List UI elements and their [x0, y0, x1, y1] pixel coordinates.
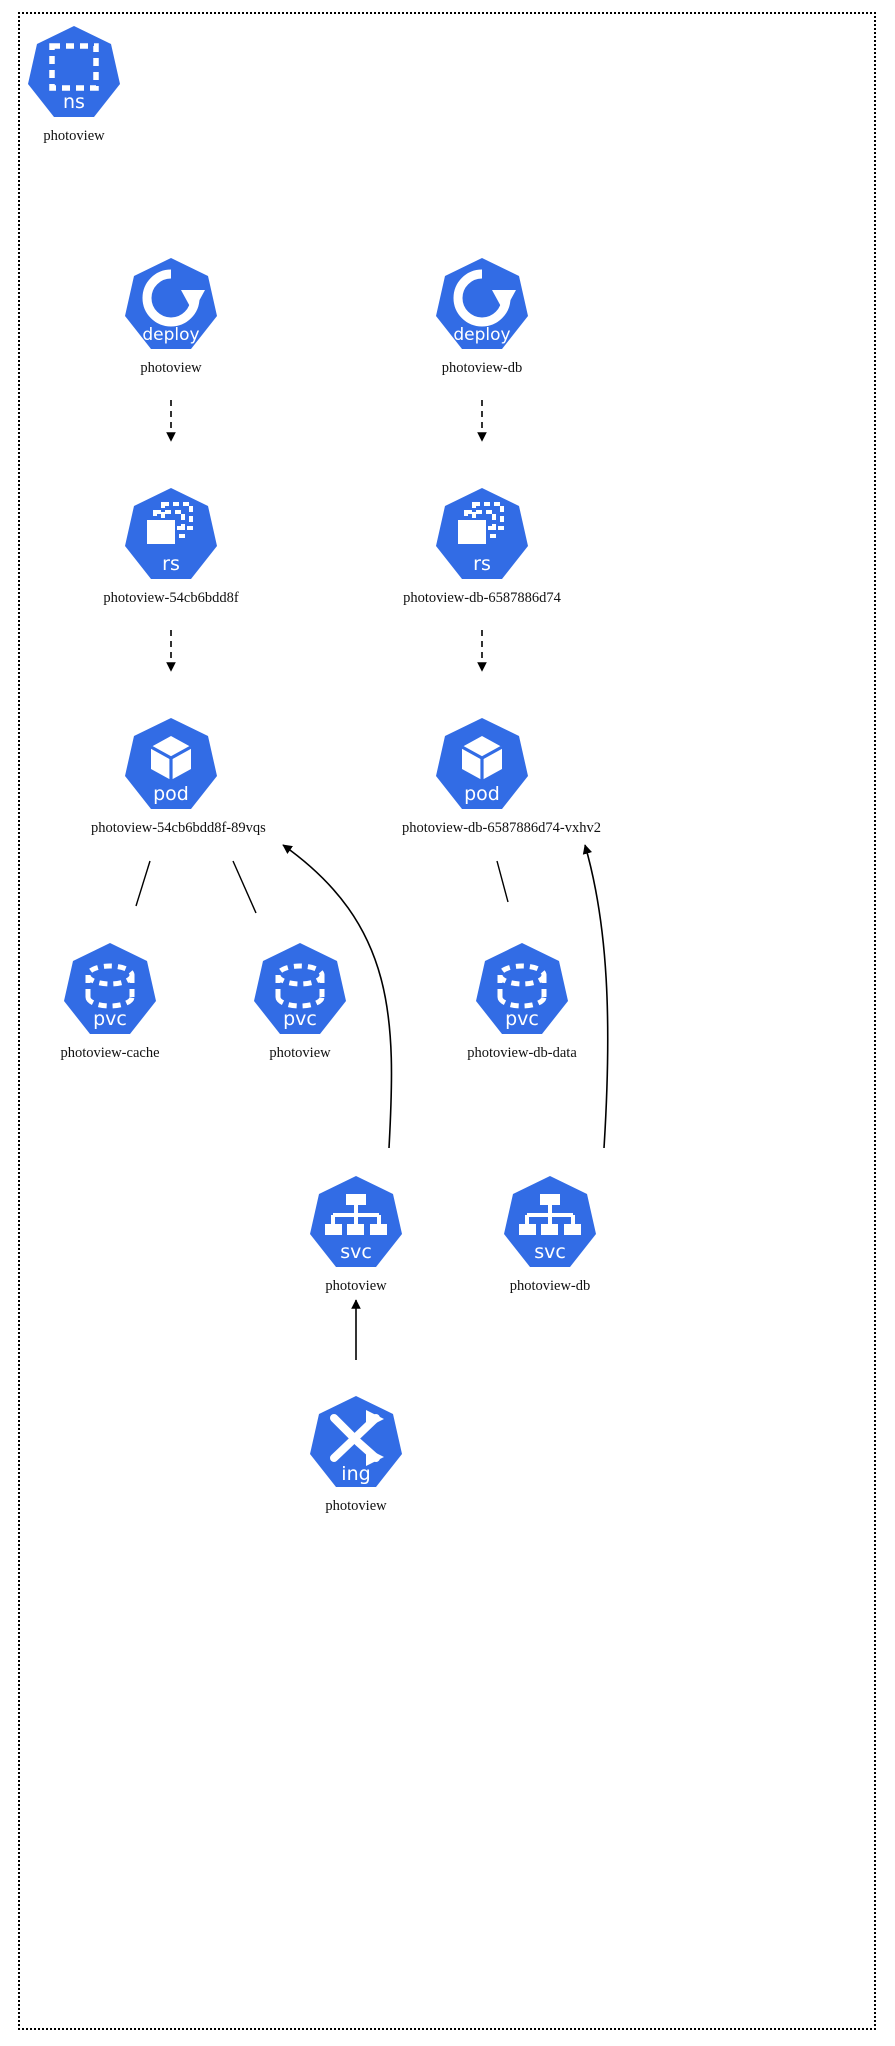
node-name-label: photoview-cache	[60, 1045, 160, 1061]
node-pvc-photoview-cache[interactable]: pvc photoview-cache	[30, 939, 190, 1062]
pod-icon: pod	[119, 714, 223, 818]
node-pod-photoview-db[interactable]: pod photoview-db-6587886d74-vxhv2	[402, 714, 601, 837]
node-pod-photoview[interactable]: pod photoview-54cb6bdd8f-89vqs	[91, 714, 266, 837]
kind-label: svc	[340, 1241, 372, 1263]
node-ns-photoview[interactable]: ns photoview	[0, 22, 154, 145]
pvc-icon: pvc	[470, 939, 574, 1043]
node-name-label: photoview	[325, 1278, 387, 1294]
kind-label: svc	[534, 1241, 566, 1263]
kind-label: ns	[63, 91, 85, 113]
kind-label: pvc	[283, 1008, 317, 1030]
node-name-label: photoview-db-data	[467, 1045, 577, 1061]
node-ing-photoview[interactable]: ing photoview	[276, 1392, 436, 1515]
node-pvc-photoview-db-data[interactable]: pvc photoview-db-data	[442, 939, 602, 1062]
kind-label: deploy	[142, 325, 199, 345]
kind-label: rs	[473, 553, 491, 575]
node-name-label: photoview-54cb6bdd8f-89vqs	[91, 820, 266, 836]
node-svc-photoview-db[interactable]: svc photoview-db	[470, 1172, 630, 1295]
namespace-boundary	[18, 12, 876, 2030]
replicaset-icon: rs	[119, 484, 223, 588]
node-pvc-photoview[interactable]: pvc photoview	[220, 939, 380, 1062]
kind-label: ing	[341, 1463, 370, 1485]
node-name-label: photoview-db-6587886d74	[403, 590, 561, 606]
kind-label: rs	[162, 553, 180, 575]
node-name-label: photoview	[269, 1045, 331, 1061]
service-icon: svc	[498, 1172, 602, 1276]
node-name-label: photoview-54cb6bdd8f	[103, 590, 239, 606]
node-svc-photoview[interactable]: svc photoview	[276, 1172, 436, 1295]
pod-icon: pod	[430, 714, 534, 818]
kind-label: deploy	[453, 325, 510, 345]
node-name-label: photoview-db	[441, 360, 523, 376]
node-rs-photoview[interactable]: rs photoview-54cb6bdd8f	[91, 484, 251, 607]
pvc-icon: pvc	[58, 939, 162, 1043]
node-deploy-photoview[interactable]: deploy photoview	[91, 254, 251, 377]
replicaset-icon: rs	[430, 484, 534, 588]
node-name-label: photoview	[43, 128, 105, 144]
kind-label: pod	[153, 783, 189, 805]
kind-label: pvc	[505, 1008, 539, 1030]
node-name-label: photoview	[140, 360, 202, 376]
node-rs-photoview-db[interactable]: rs photoview-db-6587886d74	[402, 484, 562, 607]
deployment-icon: deploy	[430, 254, 534, 358]
service-icon: svc	[304, 1172, 408, 1276]
kind-label: pvc	[93, 1008, 127, 1030]
pvc-icon: pvc	[248, 939, 352, 1043]
ingress-icon: ing	[304, 1392, 408, 1496]
node-deploy-photoview-db[interactable]: deploy photoview-db	[402, 254, 562, 377]
deployment-icon: deploy	[119, 254, 223, 358]
node-name-label: photoview	[325, 1498, 387, 1514]
kind-label: pod	[464, 783, 500, 805]
node-name-label: photoview-db-6587886d74-vxhv2	[402, 820, 601, 836]
namespace-icon: ns	[22, 22, 126, 126]
node-name-label: photoview-db	[509, 1278, 591, 1294]
